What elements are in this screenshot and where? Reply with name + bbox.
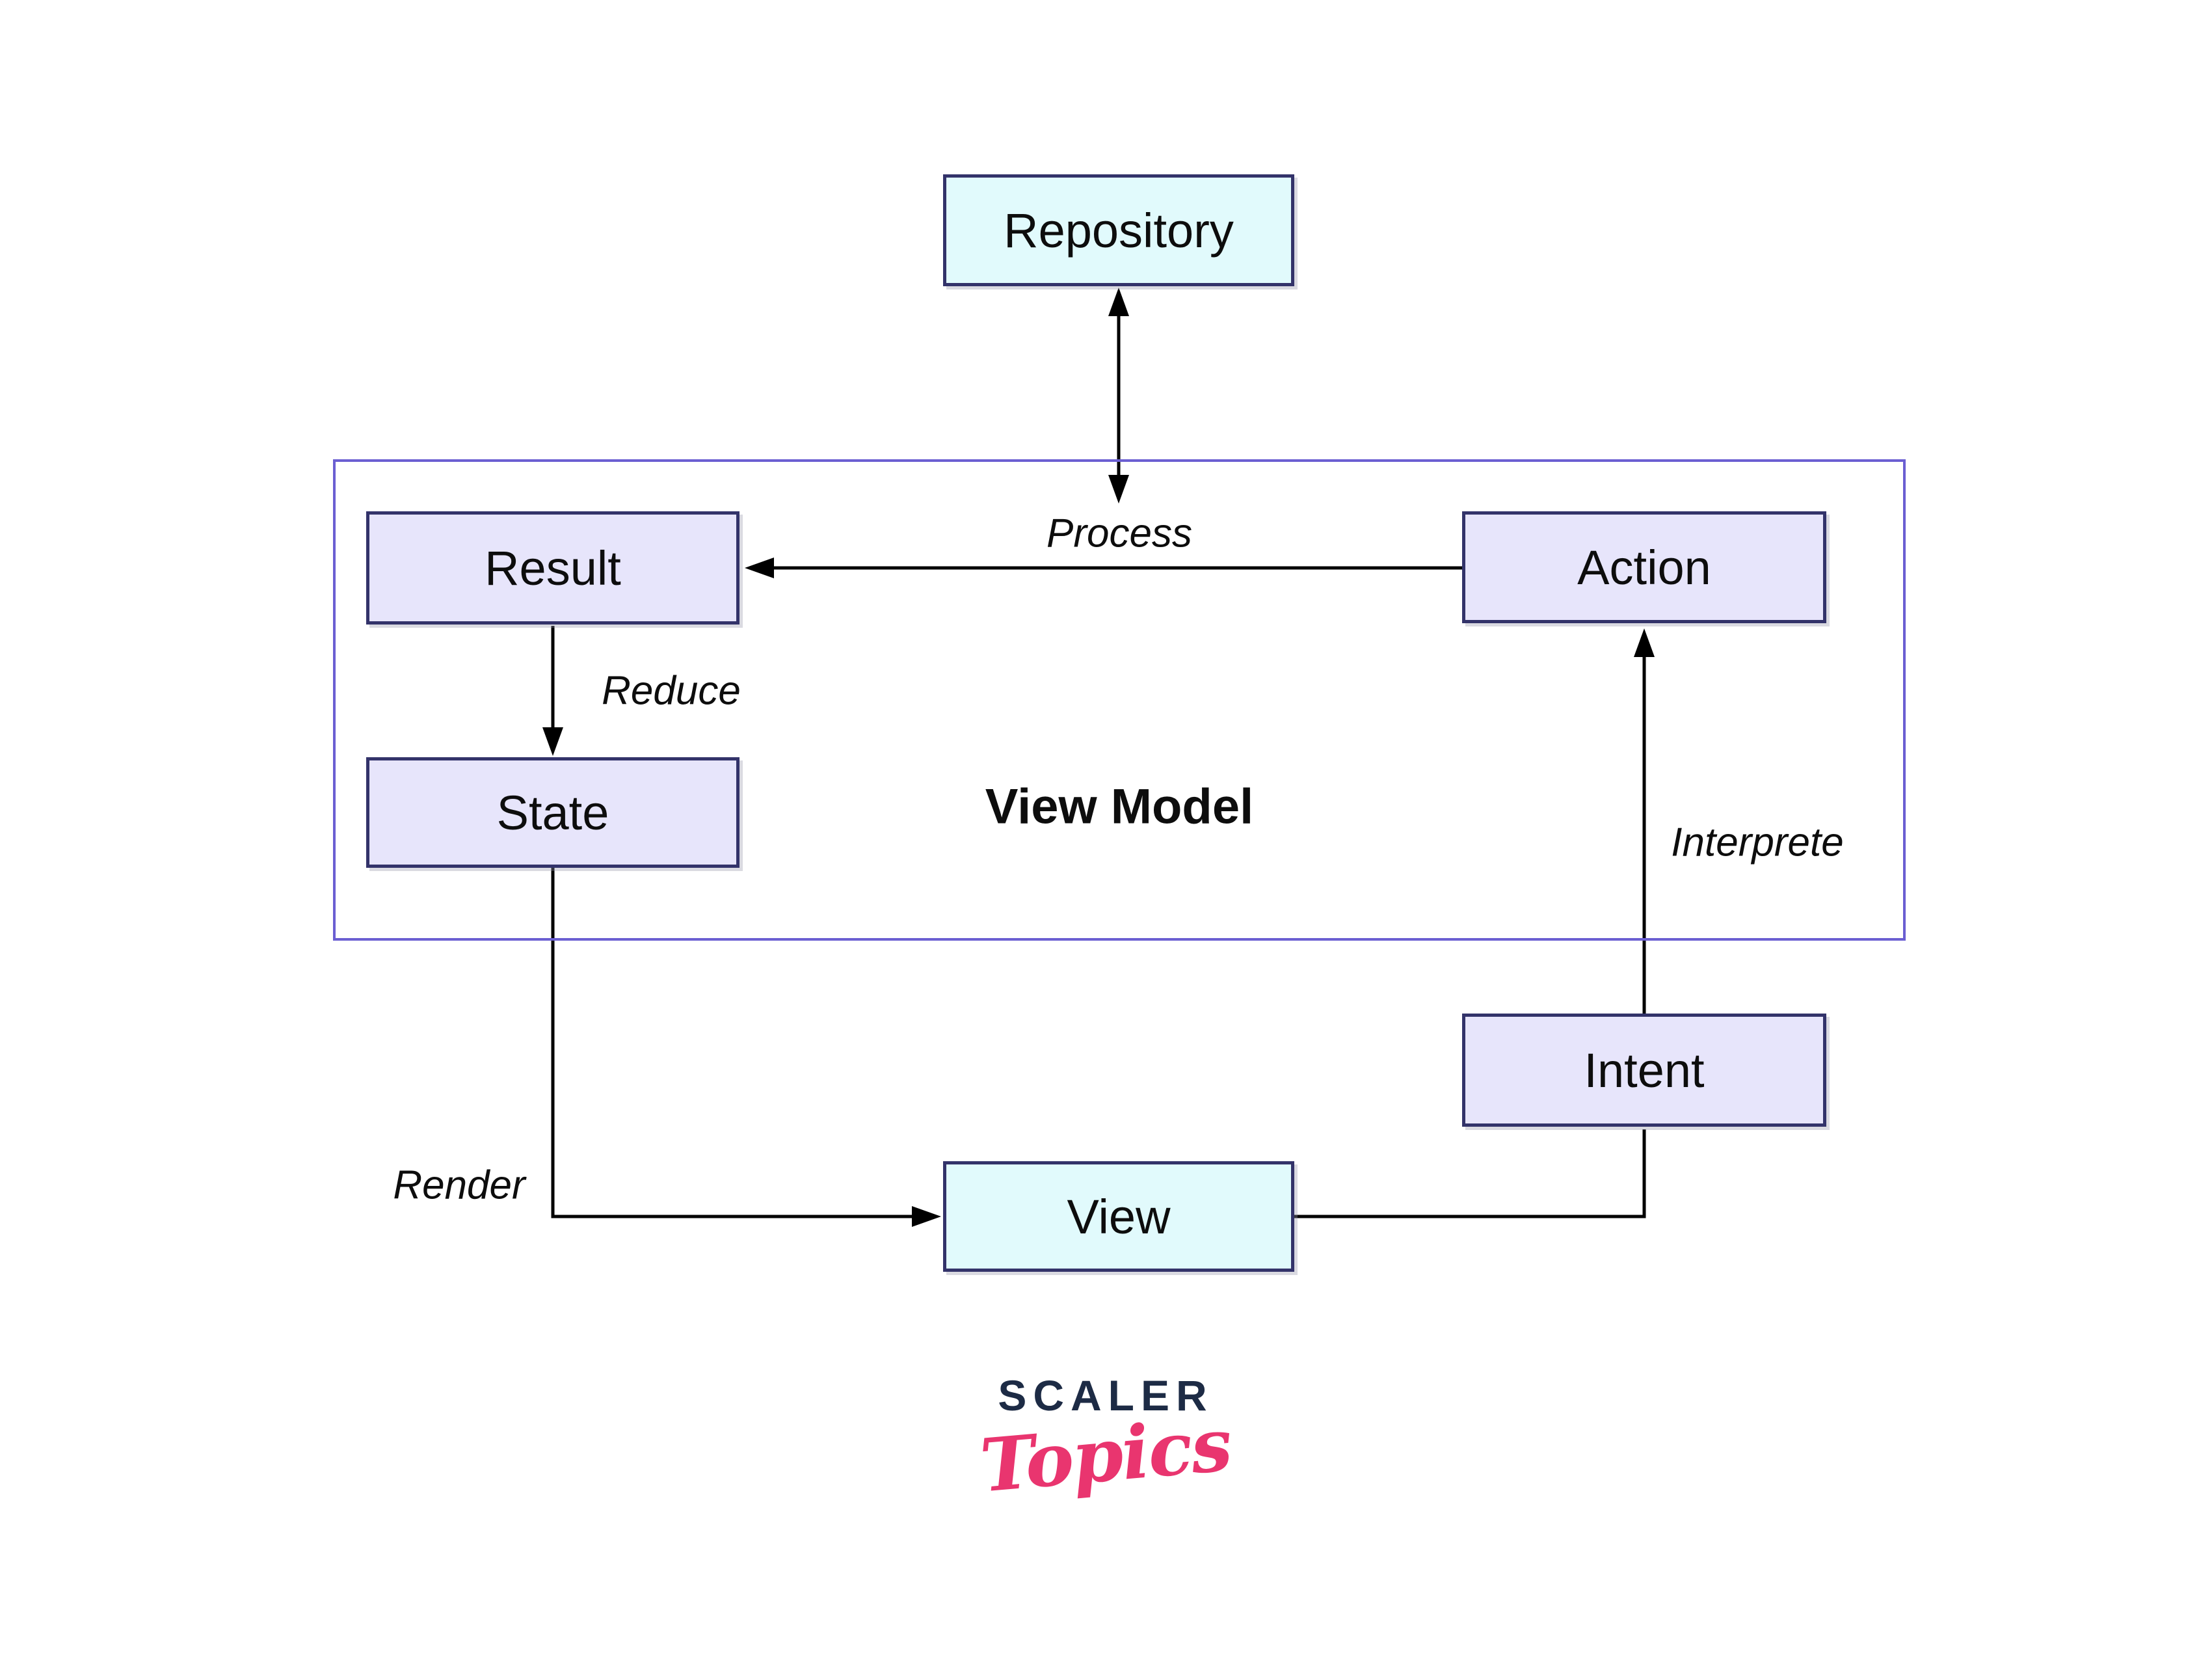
scaler-topics-logo: SCALER Topics — [977, 1371, 1234, 1509]
logo-primary-text: SCALER — [998, 1371, 1214, 1419]
edge-action-result-process — [745, 558, 1462, 578]
node-view: View — [943, 1161, 1294, 1272]
node-result: Result — [366, 511, 740, 625]
edge-label-render: Render — [393, 1162, 526, 1208]
logo-secondary-text: Topics — [977, 1402, 1234, 1509]
edge-state-view-render — [551, 868, 941, 1227]
node-repository: Repository — [943, 174, 1294, 286]
node-intent: Intent — [1462, 1014, 1826, 1127]
node-intent-label: Intent — [1584, 1043, 1705, 1097]
node-state-label: State — [496, 785, 609, 840]
edge-result-state-reduce — [542, 626, 563, 756]
node-result-label: Result — [485, 541, 621, 595]
node-repository-label: Repository — [1004, 203, 1234, 258]
node-action-label: Action — [1577, 540, 1711, 595]
edge-label-process: Process — [1046, 511, 1192, 556]
edge-view-intent — [1294, 1129, 1646, 1218]
viewmodel-label: View Model — [985, 779, 1254, 835]
edge-intent-action-interprete — [1634, 628, 1655, 1014]
edge-label-interprete: Interprete — [1671, 820, 1844, 865]
edge-repository-viewmodel — [1108, 288, 1129, 504]
node-state: State — [366, 757, 740, 868]
node-view-label: View — [1067, 1189, 1171, 1244]
edge-label-reduce: Reduce — [602, 668, 741, 714]
node-action: Action — [1462, 511, 1826, 623]
viewmodel-container-box — [333, 459, 1906, 941]
